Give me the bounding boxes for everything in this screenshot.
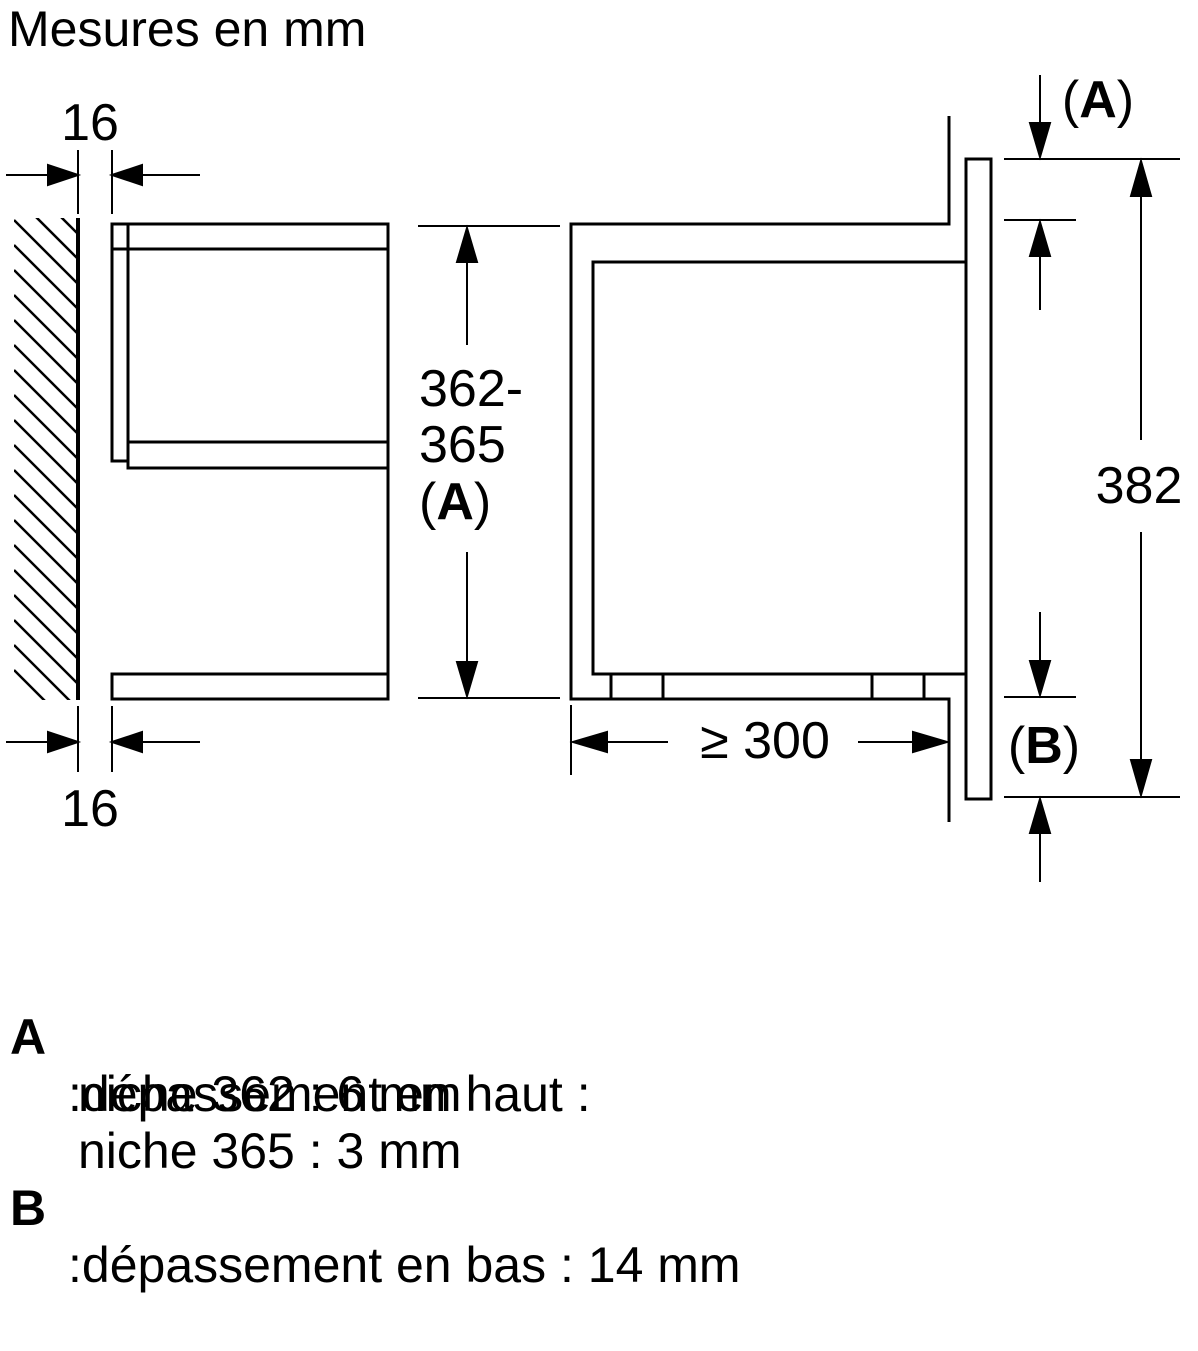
legend-item-a-line3: niche 365 : 3 mm — [0, 1066, 1198, 1179]
legend-key-b: B — [10, 1180, 47, 1236]
front-height-dimension — [1129, 157, 1153, 799]
top-overhang-dimension — [1004, 75, 1180, 310]
page-title: Mesures en mm — [8, 1, 366, 57]
wall-hatching — [14, 218, 78, 700]
legend-item-a: A :dépassement en haut : — [0, 952, 1198, 1122]
bottom-overhang-dimension — [1004, 612, 1180, 882]
niche-side-view — [110, 222, 390, 701]
installation-diagram: Mesures en mm — [6, 1, 1183, 882]
gap-dimension-top — [6, 150, 200, 214]
niche-height-ref: (A) — [419, 473, 491, 531]
depth-dimension — [569, 705, 951, 775]
niche-height-label-1: 362- — [419, 360, 523, 418]
niche-height-dimension — [418, 224, 560, 700]
bottom-overhang-ref: (B) — [1008, 717, 1080, 775]
niche-height-label-2: 365 — [419, 416, 506, 474]
front-height-label: 382 — [1096, 457, 1183, 515]
gap-bottom-label: 16 — [61, 780, 119, 838]
gap-top-label: 16 — [61, 94, 119, 152]
legend-text-a: :dépassement en haut : — [68, 1066, 591, 1122]
top-overhang-ref: (A) — [1062, 71, 1134, 129]
legend-item-b: B :dépassement en bas : 14 mm — [0, 1123, 1198, 1293]
legend-text-a-niche-362: niche 362 : 6 mm — [78, 1066, 462, 1122]
gap-dimension-bottom — [6, 706, 200, 772]
legend-text-b: :dépassement en bas : 14 mm — [68, 1237, 741, 1293]
legend-text-a-niche-365: niche 365 : 3 mm — [78, 1123, 462, 1179]
legend: A :dépassement en haut : niche 362 : 6 m… — [0, 952, 1198, 1293]
legend-item-a-line2: niche 362 : 6 mm — [0, 1009, 1198, 1122]
appliance-side-view — [569, 116, 993, 822]
legend-key-a: A — [10, 1009, 47, 1065]
depth-label: ≥ 300 — [700, 712, 830, 770]
